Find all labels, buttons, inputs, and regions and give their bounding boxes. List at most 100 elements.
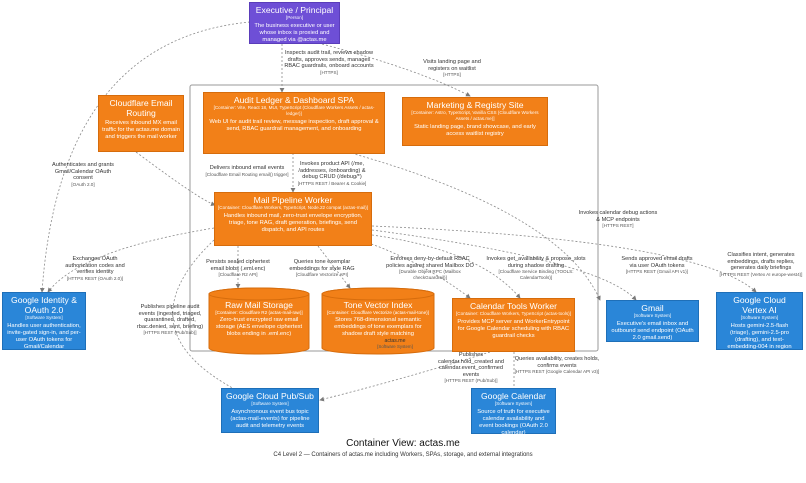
edge-label-text: Enforces deny-by-default RBAC policies a… — [386, 256, 474, 269]
edge-label-text: Inspects audit trail, reviews shadow dra… — [284, 50, 374, 70]
node-description: Receives inbound MX email traffic for th… — [102, 120, 180, 140]
edge-label: Publishes pipeline audit events (ingeste… — [136, 304, 204, 336]
edge-label-tech: [Cloudflare R2 API] — [218, 272, 258, 278]
node-type: [Software System] — [251, 401, 289, 406]
edge-label-tech: [HTTPS REST (Gmail API v1)] — [626, 269, 688, 275]
tone-vector-index-node[interactable]: Tone Vector Index [Container: Cloudflare… — [321, 287, 435, 355]
edge-label-tech: [HTTPS REST (Google Calendar API v3)] — [514, 369, 600, 375]
calendar-tools-worker-node[interactable]: Calendar Tools Worker [Container: Cloudf… — [452, 298, 575, 352]
google-calendar-node[interactable]: Google Calendar [Software System] Source… — [471, 388, 556, 436]
edge-label: Queries availability, creates holds, con… — [514, 356, 600, 375]
diagram-subtitle: C4 Level 2 — Containers of actas.me incl… — [273, 452, 533, 458]
marketing-site-node[interactable]: Marketing & Registry Site [Container: As… — [402, 97, 548, 146]
edge-label-text: Persists sealed ciphertext email blobs (… — [206, 259, 270, 272]
edge-label-text: Authenticates and grants Gmail/Calendar … — [52, 162, 114, 182]
edge-label-text: Invokes get_availability & propose_slots… — [486, 256, 586, 269]
edge-label-text: Exchanges OAuth authorization codes and … — [65, 256, 125, 276]
pubsub-node[interactable]: Google Cloud Pub/Sub [Software System] A… — [221, 388, 319, 433]
edge-pipeline-tone — [317, 245, 351, 289]
edge-label: Visits landing page and registers on wai… — [412, 59, 492, 78]
node-description: Handles user authentication, invite-gate… — [7, 323, 81, 350]
edge-label-tech: [HTTPS] — [443, 72, 461, 78]
node-title: Raw Mail Storage — [225, 300, 293, 310]
edge-label: Invokes product API (/me, /addresses, /o… — [294, 161, 370, 186]
node-title: Google Cloud Pub/Sub — [226, 391, 314, 401]
edge-label-tech: [HTTPS REST (Pub/Sub)] — [143, 330, 197, 336]
edge-label-text: Queries tone exemplar embeddings for sty… — [289, 259, 355, 272]
edge-label-tech: [HTTPS REST (OAuth 2.0)] — [66, 275, 124, 281]
edge-pipeline-vertex — [371, 225, 757, 293]
edge-label-text: Sends approved email drafts via user OAu… — [621, 256, 693, 269]
edge-label-tech: [Cloudflare Service Binding (TOOLS: Cale… — [498, 269, 574, 280]
edge-pipeline-calendar — [359, 239, 471, 299]
edge-exec-identity — [39, 21, 251, 293]
cylinder-shape — [208, 287, 310, 355]
edge-calendar-pubsub — [319, 351, 491, 402]
node-type: [Software System] — [633, 313, 672, 318]
edge-label: Classifies intent, generates embeddings,… — [718, 252, 804, 277]
edge-label: Invokes get_availability & propose_slots… — [484, 256, 588, 280]
node-title: Google Calendar — [481, 391, 546, 401]
edge-label-text: Invokes calendar debug actions & MCP end… — [578, 210, 658, 223]
node-type: [Container: Cloudflare Workers, TypeScri… — [456, 311, 571, 316]
edge-label-tech: [Cloudflare Email Routing email() trigge… — [205, 171, 289, 177]
edge-label-tech: [HTTPS REST (Pub/Sub)] — [444, 378, 498, 384]
node-title: Marketing & Registry Site — [426, 100, 524, 110]
node-description: Asynchronous event bus topic (actas-mail… — [230, 409, 310, 429]
edge-label-tech: [OAuth 2.0] — [71, 181, 95, 187]
audit-ledger-spa-node[interactable]: Audit Ledger & Dashboard SPA [Container:… — [203, 92, 385, 154]
node-description: Hosts gemini-2.5-flash (triage), gemini-… — [727, 323, 792, 357]
edge-label: Enforces deny-by-default RBAC policies a… — [384, 256, 476, 280]
edge-pipeline-pubsub — [172, 239, 241, 393]
edge-label-tech: [HTTPS REST] — [602, 223, 634, 229]
node-type: [Software System] — [494, 401, 533, 406]
node-type: [Container: Cloudflare Vectorize (actas-… — [327, 310, 429, 315]
node-description: Source of truth for executive calendar a… — [477, 409, 550, 436]
node-description: Static landing page, brand showcase, and… — [414, 124, 536, 137]
node-title: Audit Ledger & Dashboard SPA — [233, 95, 355, 105]
edge-label-text: Delivers inbound email events — [209, 165, 285, 171]
edge-label-text: Classifies intent, generates embeddings,… — [727, 252, 795, 272]
node-type: [Person] — [285, 15, 304, 20]
node-title: Gmail — [641, 303, 664, 313]
node-title: Tone Vector Index — [343, 300, 413, 310]
node-type: [Software System] — [25, 315, 63, 320]
boundary-name: actas.me — [384, 338, 406, 344]
google-identity-node[interactable]: Google Identity & OAuth 2.0 [Software Sy… — [2, 292, 86, 350]
edge-label: Persists sealed ciphertext email blobs (… — [203, 259, 273, 278]
edge-label-text: Publishes pipeline audit events (ingeste… — [136, 304, 204, 330]
boundary-label: actas.me [Software System] — [375, 338, 415, 350]
edge-label-text: Publishes calendar.hold_created and cale… — [438, 352, 504, 378]
edge-label-text: Visits landing page and registers on wai… — [423, 59, 481, 72]
node-description: Provides MCP server and WorkerEntrypoint… — [457, 319, 570, 339]
edge-label: Exchanges OAuth authorization codes and … — [58, 256, 132, 281]
edge-label: Sends approved email drafts via user OAu… — [620, 256, 694, 275]
node-type: [Container: Astro, TypeScript, Vanilla C… — [411, 110, 539, 121]
node-title: Mail Pipeline Worker — [253, 195, 333, 205]
edge-label-tech: [Cloudflare Vectorize API] — [295, 272, 349, 278]
node-description: Handles inbound mail, zero-trust envelop… — [223, 213, 363, 233]
node-title: Google Cloud Vertex AI — [733, 295, 786, 315]
cylinder-shape — [321, 287, 435, 355]
gmail-node[interactable]: Gmail [Software System] Executive's emai… — [606, 300, 699, 342]
boundary-type: [Software System] — [377, 344, 413, 349]
node-title: Cloudflare Email Routing — [109, 98, 173, 118]
edge-label-tech: [HTTPS REST (Vertex AI europe-west4)] — [719, 271, 803, 277]
diagram-title: Container View: actas.me — [346, 438, 460, 449]
vertex-ai-node[interactable]: Google Cloud Vertex AI [Software System]… — [716, 292, 803, 357]
mail-pipeline-worker-node[interactable]: Mail Pipeline Worker [Container: Cloudfl… — [214, 192, 372, 246]
raw-mail-storage-node[interactable]: Raw Mail Storage [Container: Cloudflare … — [208, 287, 310, 355]
edge-label: Inspects audit trail, reviews shadow dra… — [284, 50, 374, 75]
edge-label: Publishes calendar.hold_created and cale… — [436, 352, 506, 384]
edge-audit-calendar — [339, 149, 601, 301]
edge-label-tech: [Durable Object RPC (Mailbox checkGuardr… — [399, 269, 461, 280]
email-routing-node[interactable]: Cloudflare Email Routing Receives inboun… — [98, 95, 184, 152]
node-description: Executive's email inbox and outbound sen… — [611, 321, 694, 341]
edge-label-text: Queries availability, creates holds, con… — [514, 356, 600, 369]
node-type: [Container: Cloudflare R2 (actas-mail-ra… — [215, 310, 303, 315]
executive-principal-node[interactable]: Executive / Principal [Person] The busin… — [249, 2, 340, 44]
edge-pipeline-calendar-2 — [371, 234, 521, 299]
edge-label-tech: [HTTPS REST / Bearer & Cookie] — [297, 180, 367, 186]
